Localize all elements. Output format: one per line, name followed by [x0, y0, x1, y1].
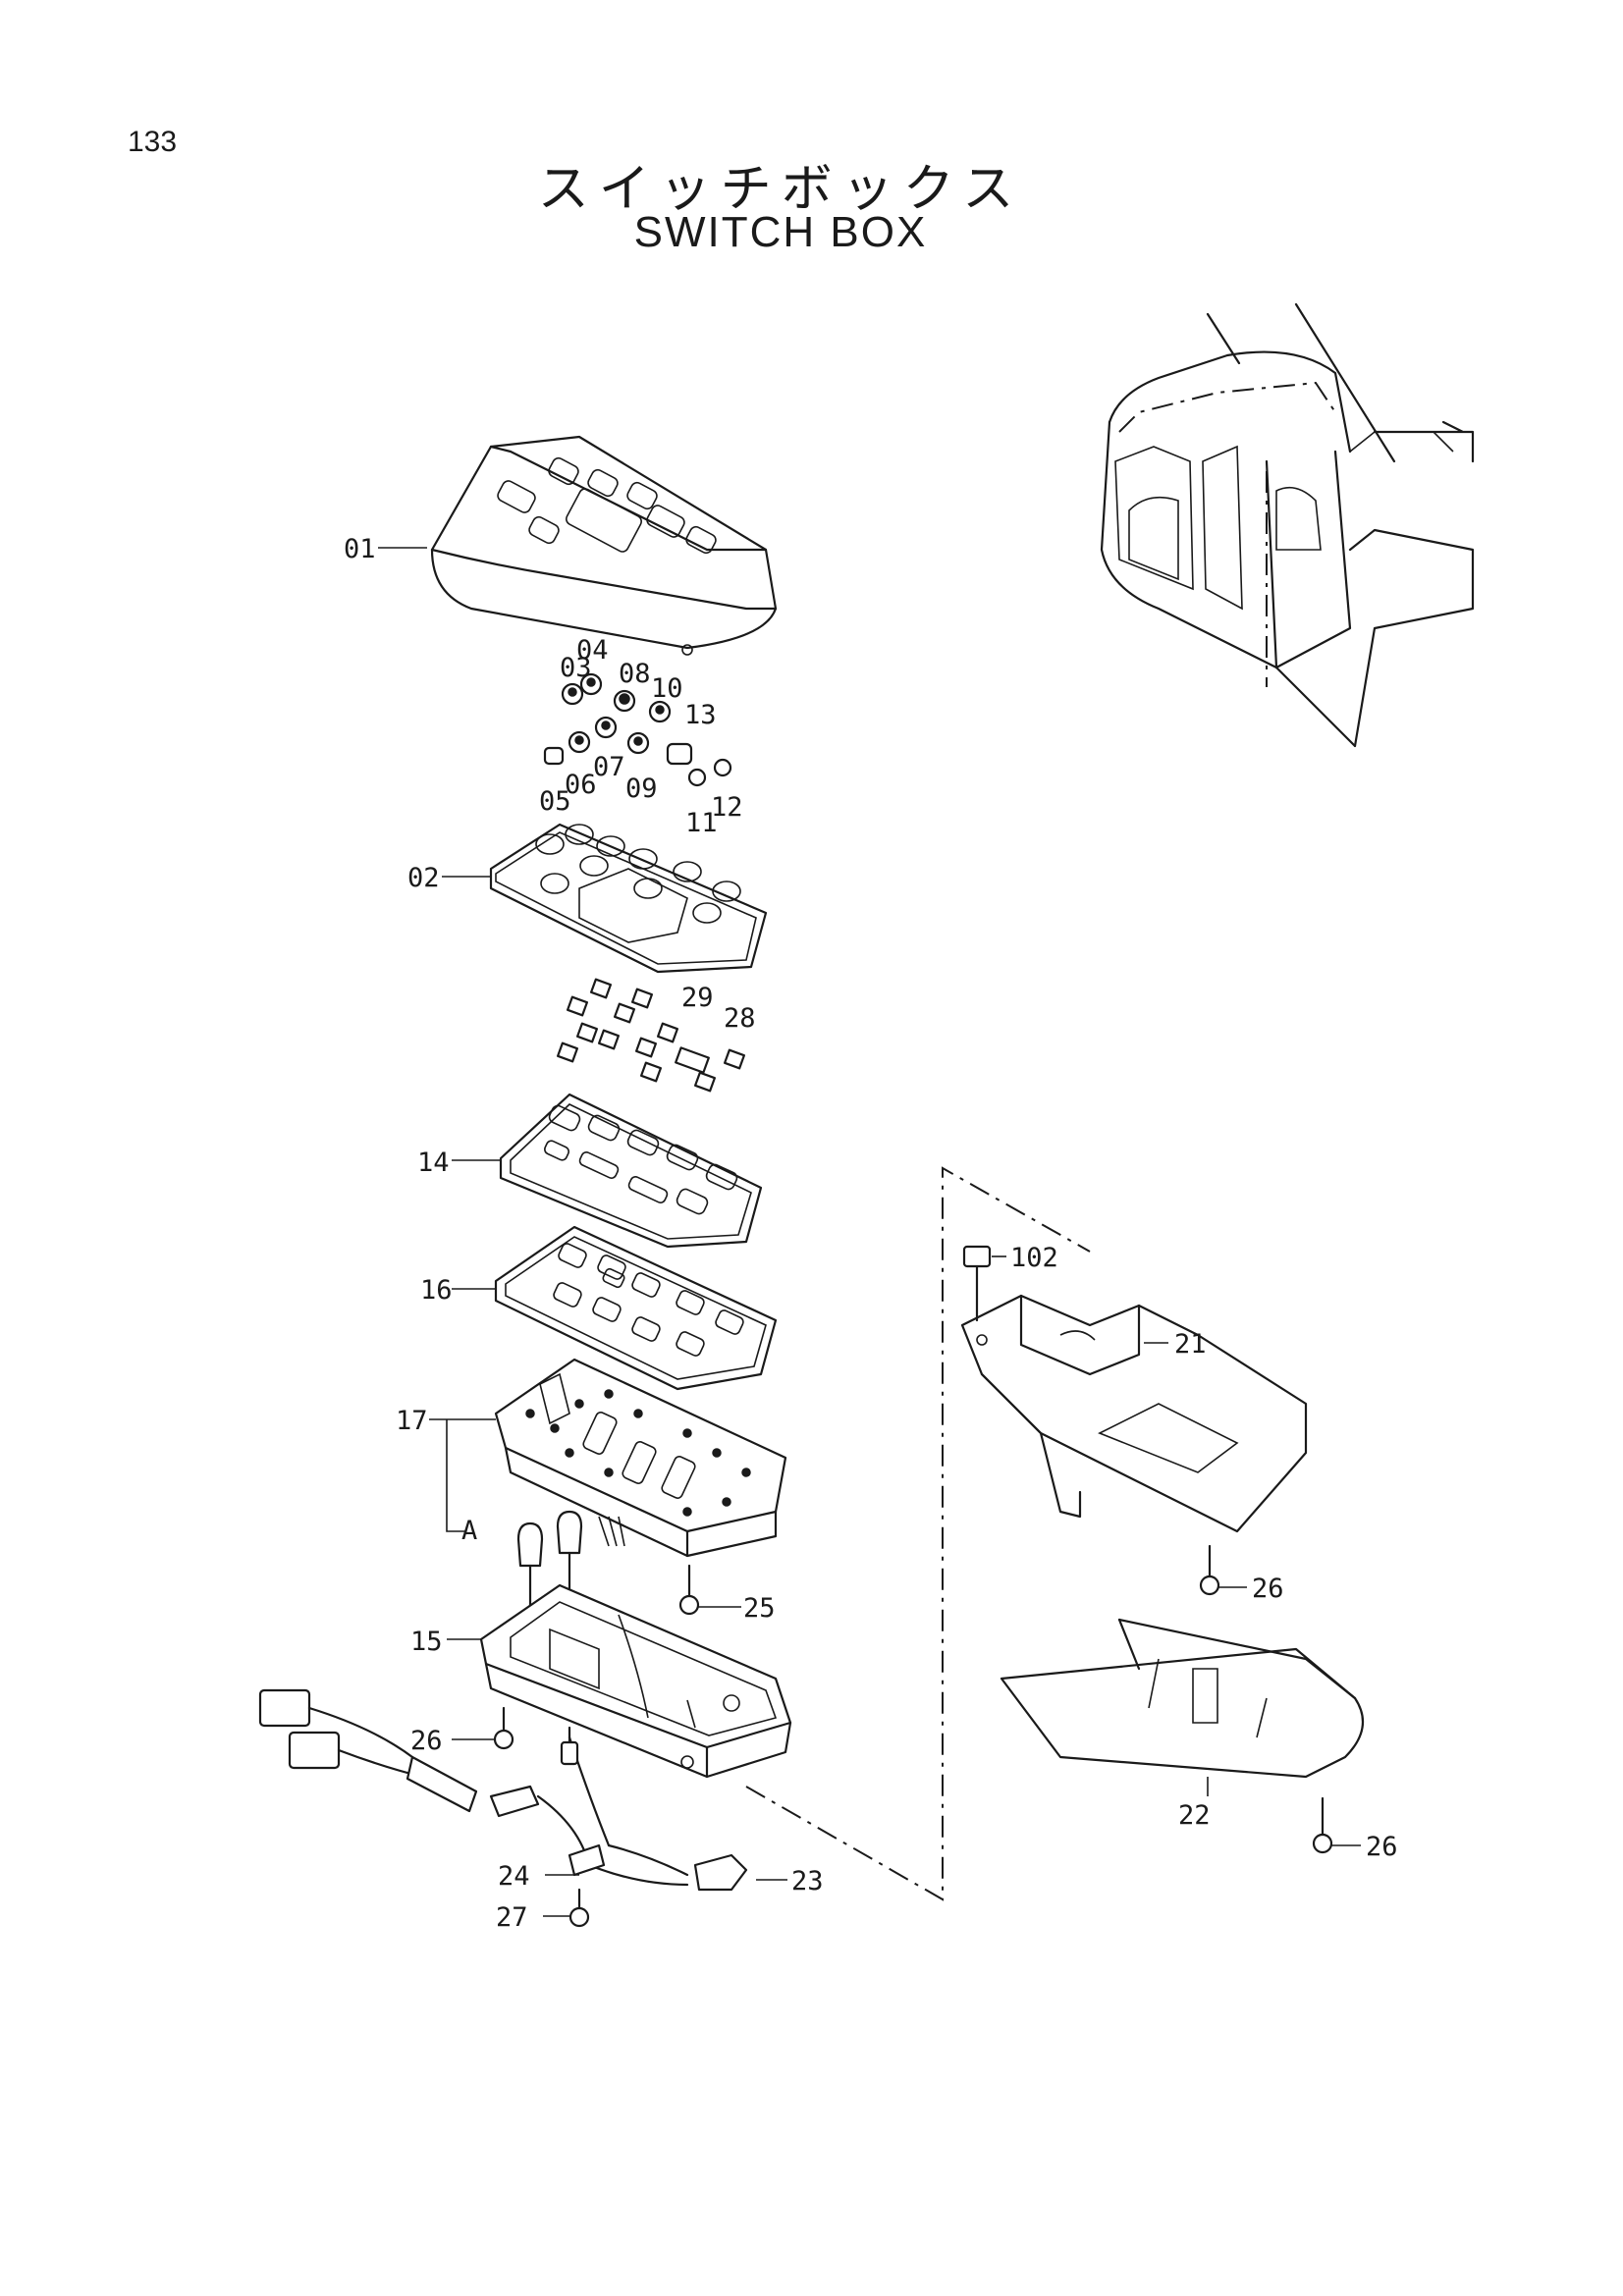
- small-blocks: [556, 978, 746, 1093]
- label-22: 22: [1178, 1800, 1211, 1831]
- part-15-case: [479, 1583, 792, 1779]
- part-01-cover: [430, 435, 778, 656]
- label-24: 24: [498, 1861, 530, 1892]
- label-09: 09: [625, 774, 658, 804]
- part-02-plate: [489, 823, 768, 974]
- label-15: 15: [410, 1627, 443, 1657]
- label-06: 06: [565, 770, 597, 800]
- part-16-keypad: [494, 1225, 778, 1391]
- label-27: 27: [496, 1902, 528, 1933]
- screw-27: [568, 1888, 590, 1928]
- bolt-102: [962, 1245, 992, 1322]
- label-08: 08: [619, 659, 651, 689]
- label-25: 25: [743, 1593, 776, 1624]
- label-a: A: [461, 1516, 477, 1546]
- wire-harness: [258, 1688, 748, 1892]
- label-11: 11: [685, 808, 718, 838]
- part-22-lower-cover: [1000, 1618, 1365, 1779]
- screw-26-left: [493, 1706, 514, 1750]
- label-14: 14: [417, 1148, 450, 1178]
- bulbs-detail-a: [516, 1510, 583, 1617]
- label-26-right: 26: [1366, 1832, 1398, 1862]
- screw-26-right: [1312, 1796, 1333, 1854]
- label-05: 05: [539, 786, 571, 817]
- label-102: 102: [1010, 1243, 1058, 1273]
- title-japanese: スイッチボックス: [537, 160, 1024, 219]
- label-23: 23: [791, 1866, 824, 1896]
- label-02: 02: [407, 863, 440, 893]
- leader-lines: [378, 547, 1361, 1917]
- label-21: 21: [1174, 1329, 1207, 1360]
- switch-knobs: [543, 672, 732, 787]
- label-07: 07: [593, 752, 625, 782]
- screw-26-middle: [1199, 1544, 1220, 1596]
- label-01: 01: [344, 534, 376, 564]
- label-12: 12: [711, 792, 743, 823]
- cab-illustration: [1100, 302, 1475, 748]
- label-13: 13: [684, 700, 717, 730]
- label-26-middle: 26: [1252, 1574, 1284, 1604]
- page-number: 133: [128, 126, 178, 158]
- label-28: 28: [724, 1003, 756, 1034]
- label-17: 17: [396, 1406, 428, 1436]
- part-14-gasket: [499, 1093, 763, 1249]
- label-16: 16: [420, 1275, 453, 1306]
- label-26-left: 26: [410, 1726, 443, 1756]
- label-03: 03: [560, 653, 592, 683]
- screw-25: [678, 1564, 700, 1616]
- label-10: 10: [651, 673, 683, 704]
- part-21-bracket: [960, 1294, 1308, 1533]
- part-17-circuit-board: [494, 1358, 787, 1558]
- label-29: 29: [681, 983, 714, 1013]
- label-04: 04: [576, 635, 609, 666]
- title-english: SWITCH BOX: [633, 208, 928, 256]
